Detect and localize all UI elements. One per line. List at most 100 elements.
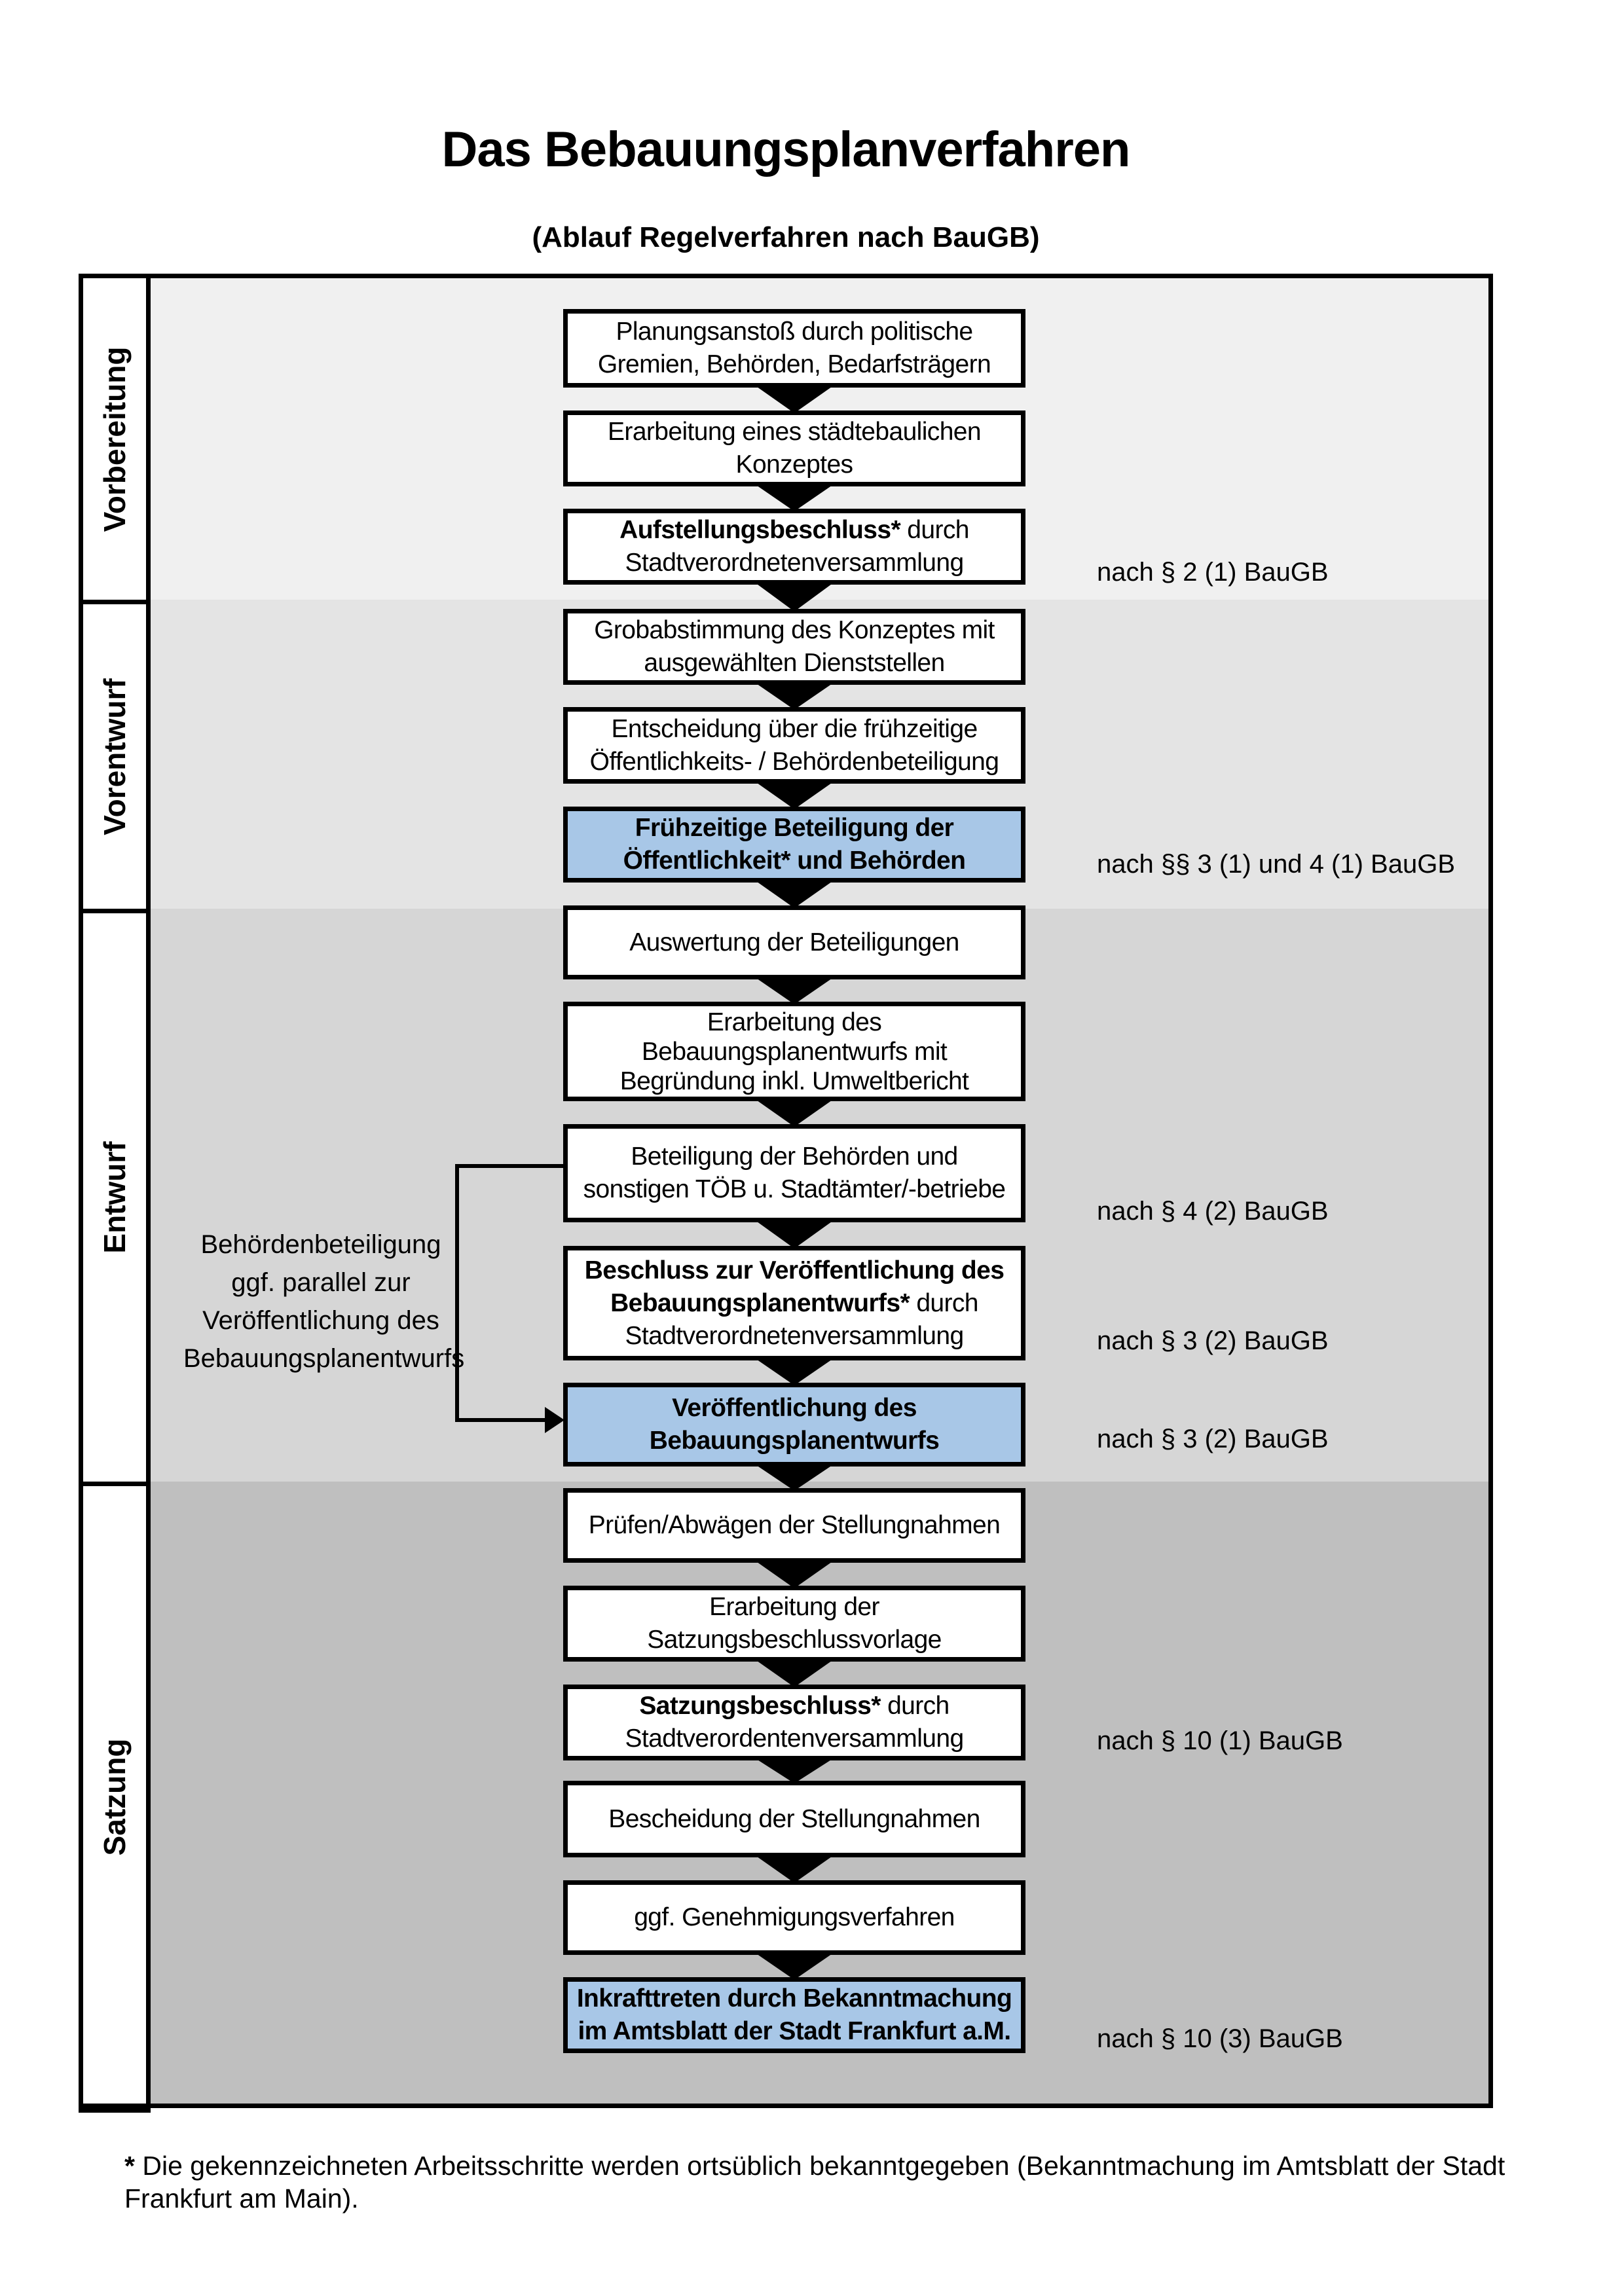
parallel-note: Behördenbeteiligung ggf. parallel zur Ve… bbox=[183, 1226, 465, 1377]
flow-step-line: Erarbeitung der bbox=[709, 1593, 879, 1621]
flow-step-line: Frühzeitige Beteiligung der bbox=[635, 812, 954, 845]
page-subtitle: (Ablauf Regelverfahren nach BauGB) bbox=[532, 221, 1040, 253]
flow-step-line: Bebauungsplanentwurfs bbox=[649, 1425, 940, 1457]
flow-arrow-down-icon bbox=[752, 1951, 836, 1980]
flow-step-4: Grobabstimmung des Konzeptes mit ausgewäh… bbox=[563, 609, 1025, 685]
flow-step-line-bold: Veröffentlichung des bbox=[672, 1394, 917, 1422]
flow-step-line: ggf. Genehmigungsverfahren bbox=[634, 1903, 955, 1931]
flow-step-15: Bescheidung der Stellungnahmen bbox=[563, 1781, 1025, 1857]
flow-step-line: Bebauungsplanentwurfs mit bbox=[641, 1037, 948, 1066]
flow-arrow-down-icon bbox=[752, 1658, 836, 1687]
flow-arrow-down-icon bbox=[752, 1757, 836, 1783]
footnote-text: Die gekennzeichneten Arbeitsschritte wer… bbox=[124, 2151, 1505, 2214]
flow-step-7: Auswertung der Beteiligungen bbox=[563, 905, 1025, 979]
phase-cell-entwurf: Entwurf bbox=[79, 909, 151, 1486]
phase-label-satzung: Satzung bbox=[98, 1738, 132, 1856]
phase-cell-vorentwurf: Vorentwurf bbox=[79, 600, 151, 913]
flow-step-line: Inkrafttreten durch Bekanntmachung bbox=[576, 1984, 1012, 2013]
flow-step-line: Planungsanstoß durch politische bbox=[616, 318, 973, 346]
parallel-note-line: ggf. parallel zur bbox=[231, 1268, 411, 1297]
phase-cell-satzung: Satzung bbox=[79, 1482, 151, 2113]
flow-step-line: Auswertung der Beteiligungen bbox=[629, 928, 959, 957]
legal-reference-step-11: nach § 3 (2) BauGB bbox=[1097, 1425, 1329, 1453]
legal-reference-step-14: nach § 10 (1) BauGB bbox=[1097, 1726, 1343, 1755]
flow-step-line: ausgewählten Dienststellen bbox=[644, 649, 945, 677]
flow-step-line-bold: Bebauungsplanentwurfs bbox=[649, 1427, 940, 1455]
legal-reference-step-3: nach § 2 (1) BauGB bbox=[1097, 558, 1329, 587]
parallel-connector-bottom-line bbox=[455, 1418, 545, 1422]
legal-reference-step-17: nach § 10 (3) BauGB bbox=[1097, 2024, 1343, 2053]
flow-step-line: Öffentlichkeit* und Behörden bbox=[623, 845, 966, 877]
flow-arrow-down-icon bbox=[752, 1357, 836, 1385]
flow-step-line-bold: Beschluss zur Veröffentlichung des bbox=[584, 1256, 1005, 1285]
legal-reference-step-6: nach §§ 3 (1) und 4 (1) BauGB bbox=[1097, 850, 1455, 879]
flow-step-line: Stadtverordnetenversammlung bbox=[625, 1321, 964, 1350]
flow-step-line: Bebauungsplanentwurfs* durch bbox=[610, 1288, 978, 1317]
page-title: Das Bebauungsplanverfahren bbox=[441, 122, 1131, 177]
flow-step-line-bold: Bebauungsplanentwurfs* bbox=[610, 1288, 910, 1317]
flow-step-line: Prüfen/Abwägen der Stellungnahmen bbox=[588, 1511, 1001, 1539]
parallel-connector-arrow-right-icon bbox=[545, 1407, 564, 1433]
flow-step-line: Grobabstimmung des Konzeptes mit bbox=[594, 616, 995, 644]
flow-step-line: Stadtverordnetenversammlung bbox=[625, 549, 964, 577]
flow-step-17: Inkrafttreten durch Bekanntmachung im Amt… bbox=[563, 1977, 1025, 2053]
flow-step-line: Erarbeitung des bbox=[707, 1008, 882, 1036]
flow-step-16: ggf. Genehmigungsverfahren bbox=[563, 1880, 1025, 1955]
flow-step-line: Gremien, Behörden, Bedarfsträgern bbox=[597, 350, 991, 378]
flow-arrow-down-icon bbox=[752, 1559, 836, 1588]
flow-step-line: Konzeptes bbox=[735, 450, 854, 479]
flow-step-9: Beteiligung der Behörden und sonstigen TÖ… bbox=[563, 1124, 1025, 1222]
parallel-connector-top-line bbox=[455, 1164, 563, 1168]
phase-label-vorbereitung: Vorbereitung bbox=[98, 346, 132, 532]
flow-arrow-down-icon bbox=[752, 780, 836, 809]
legal-reference-step-9: nach § 4 (2) BauGB bbox=[1097, 1197, 1329, 1226]
parallel-note-line: Veröffentlichung des bbox=[202, 1306, 439, 1335]
flow-step-line-bold: Satzungsbeschluss* bbox=[639, 1692, 881, 1720]
flow-step-line: Beteiligung der Behörden und bbox=[631, 1142, 958, 1171]
flow-step-line-bold: Öffentlichkeit* und Behörden bbox=[623, 847, 966, 875]
flow-arrow-down-icon bbox=[752, 483, 836, 511]
parallel-connector-vertical-line bbox=[455, 1164, 459, 1422]
flow-step-line: Satzungsbeschluss* durch bbox=[639, 1692, 950, 1720]
flow-arrow-down-icon bbox=[752, 1463, 836, 1491]
phase-label-vorentwurf: Vorentwurf bbox=[98, 678, 132, 835]
flow-arrow-down-icon bbox=[752, 681, 836, 710]
footnote: * Die gekennzeichneten Arbeitsschritte w… bbox=[124, 2149, 1513, 2215]
flow-arrow-down-icon bbox=[752, 1218, 836, 1248]
flow-step-line-bold: Inkrafttreten bbox=[576, 1984, 721, 2013]
flow-step-line: sonstigen TÖB u. Stadtämter/-betriebe bbox=[583, 1175, 1006, 1203]
flow-arrow-down-icon bbox=[752, 1097, 836, 1127]
parallel-note-line: Behördenbeteiligung bbox=[200, 1230, 441, 1259]
flow-step-line: Bescheidung der Stellungnahmen bbox=[608, 1804, 980, 1833]
flow-arrow-down-icon bbox=[752, 384, 836, 413]
flow-step-line: Erarbeitung eines städtebaulichen bbox=[608, 418, 982, 446]
flow-step-line: im Amtsblatt der Stadt Frankfurt a.M. bbox=[578, 2017, 1011, 2045]
flow-step-12: Prüfen/Abwägen der Stellungnahmen bbox=[563, 1488, 1025, 1563]
phase-cell-vorbereitung: Vorbereitung bbox=[79, 274, 151, 604]
flow-step-line: Aufstellungsbeschluss* durch bbox=[619, 516, 969, 544]
flow-arrow-down-icon bbox=[752, 1853, 836, 1883]
flow-step-line-bold: Aufstellungsbeschluss* bbox=[619, 516, 901, 544]
legal-reference-step-10: nach § 3 (2) BauGB bbox=[1097, 1326, 1329, 1355]
flow-arrow-down-icon bbox=[752, 879, 836, 908]
flow-arrow-down-icon bbox=[752, 975, 836, 1004]
flow-arrow-down-icon bbox=[752, 581, 836, 611]
parallel-note-line: Bebauungsplanentwurfs bbox=[183, 1344, 465, 1373]
phase-label-entwurf: Entwurf bbox=[98, 1141, 132, 1254]
flow-step-line: Begründung inkl. Umweltbericht bbox=[619, 1066, 969, 1095]
footnote-asterisk: * bbox=[124, 2151, 135, 2181]
flow-step-line: Stadtverordentenversammlung bbox=[625, 1724, 964, 1753]
flow-step-line: Satzungsbeschlussvorlage bbox=[647, 1626, 942, 1654]
flow-step-line: Beschluss zur Veröffentlichung des bbox=[585, 1254, 1005, 1287]
